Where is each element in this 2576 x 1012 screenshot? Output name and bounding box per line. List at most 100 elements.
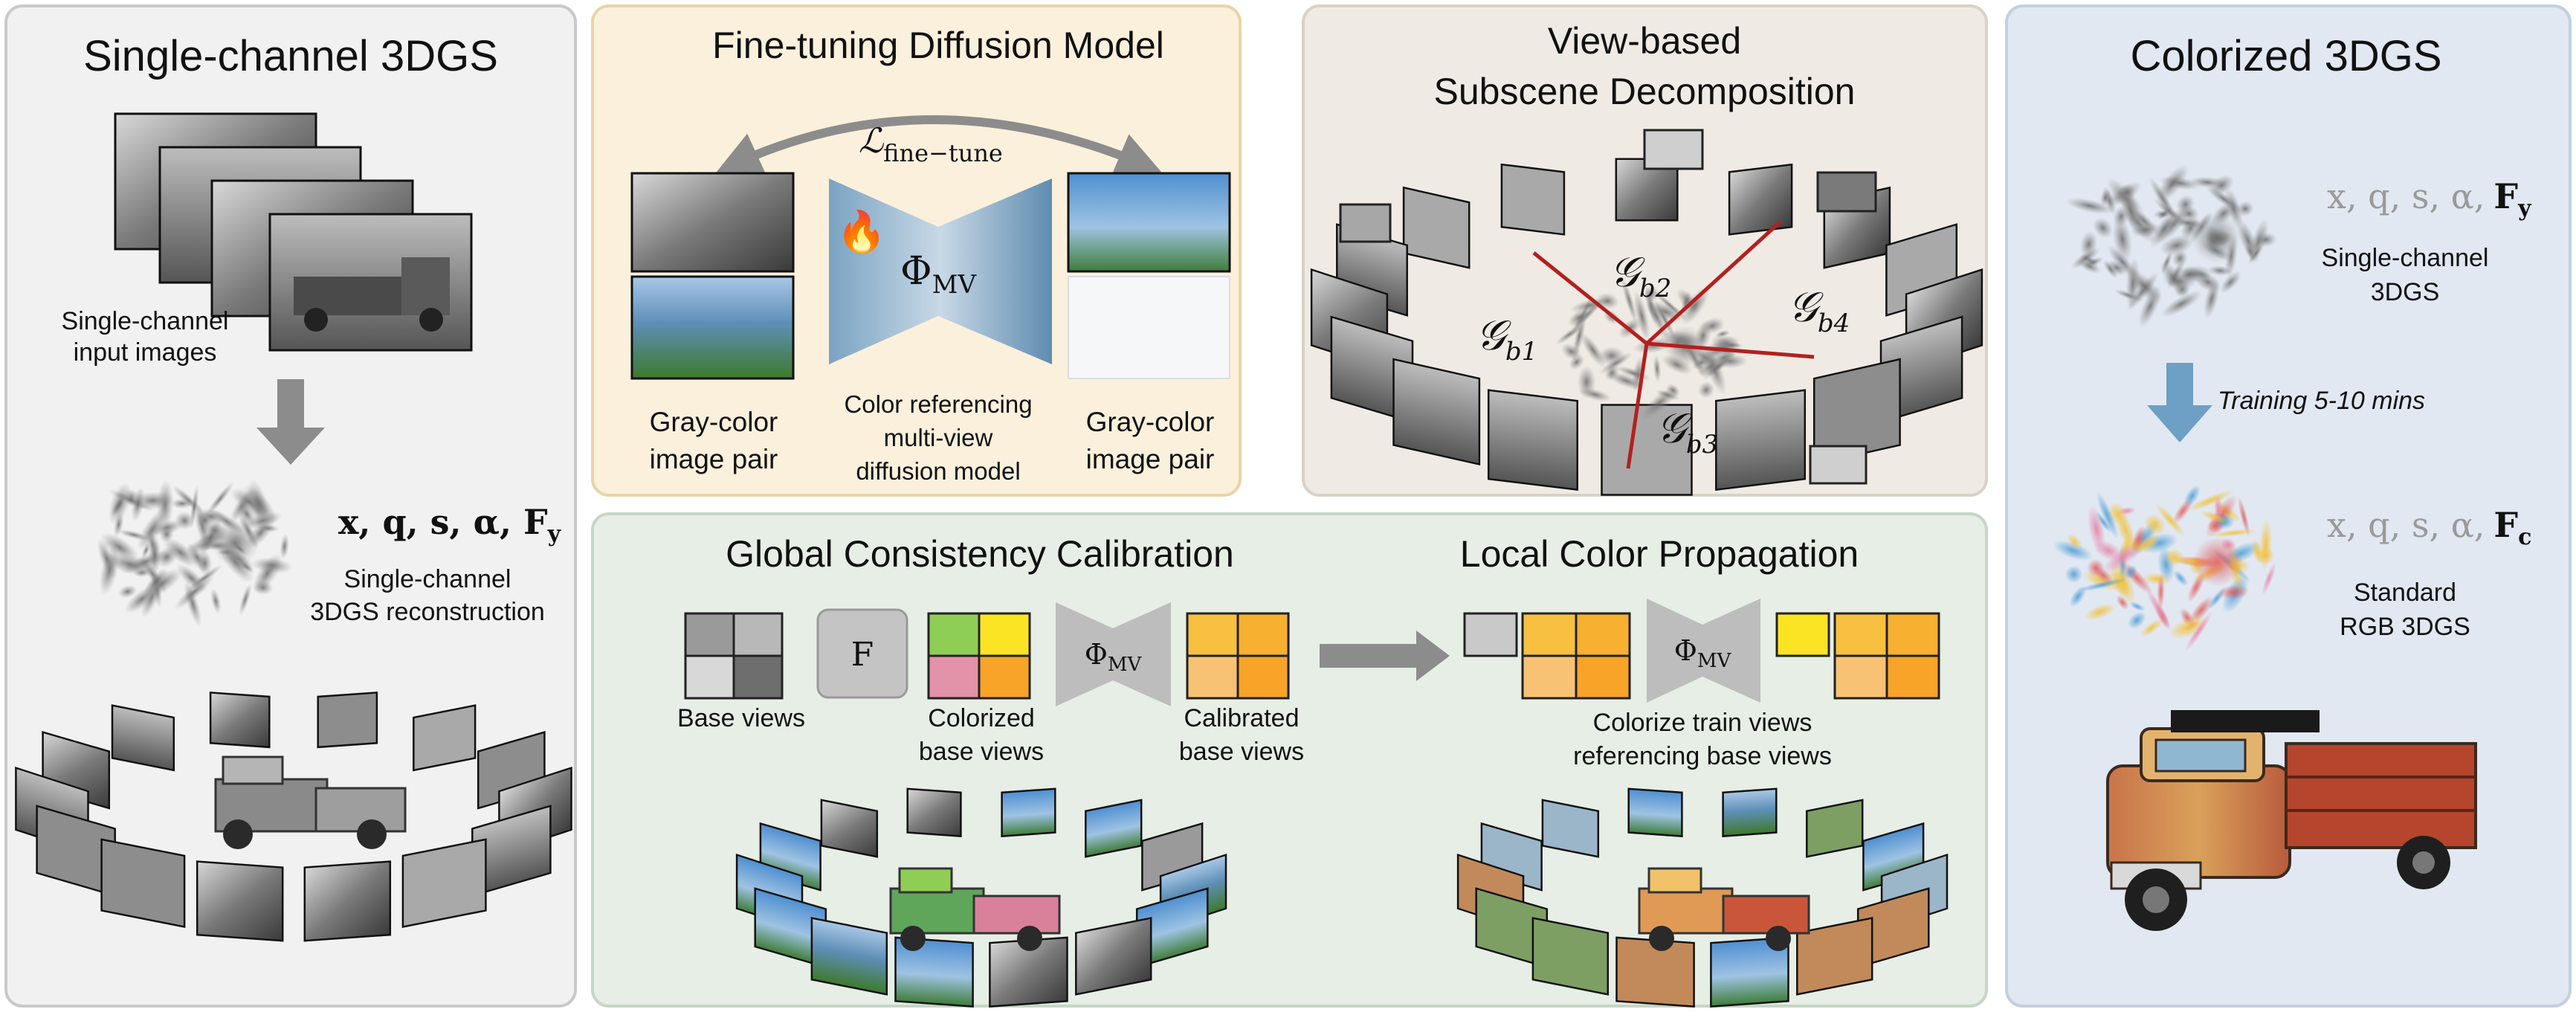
gaussian-splat xyxy=(2124,565,2137,580)
gaussian-splat xyxy=(1655,389,1680,401)
view-thumbnail xyxy=(1075,917,1152,996)
gaussian-splat xyxy=(2083,257,2104,268)
finetune-title: Fine-tuning Diffusion Model xyxy=(712,25,1164,66)
gaussian-splat xyxy=(117,584,138,599)
local-colorized-truck xyxy=(1638,867,1810,951)
gaussian-splat xyxy=(1644,286,1659,303)
base-views-grid xyxy=(684,612,784,700)
finetune-mid-caption-2: multi-view xyxy=(884,424,993,451)
local-model-bowtie xyxy=(1647,599,1760,703)
view-thumbnail xyxy=(1715,389,1807,492)
gaussian-splat xyxy=(2096,512,2111,533)
view-thumbnail xyxy=(100,838,186,929)
colorized-rgb-cloud xyxy=(2053,485,2276,652)
view-thumbnail xyxy=(1500,163,1566,236)
training-down-arrow xyxy=(2147,363,2212,442)
gaussian-splat xyxy=(1720,342,1743,349)
input-image-stack xyxy=(114,112,473,352)
gaussian-splat xyxy=(187,543,208,573)
gaussian-splat xyxy=(2084,603,2116,621)
gaussian-splat xyxy=(124,584,160,613)
view-thumbnail xyxy=(1085,799,1143,858)
gaussian-splat xyxy=(2053,540,2094,561)
view-thumbnail xyxy=(1541,799,1600,858)
gaussian-splat xyxy=(2160,234,2194,257)
stage-arrow xyxy=(1320,631,1450,681)
global-title: Global Consistency Calibration xyxy=(726,533,1234,575)
view-thumbnail xyxy=(303,860,392,942)
colorized-top-caption-2: 3DGS xyxy=(2371,278,2440,306)
view-thumbnail xyxy=(810,917,888,996)
gaussian-splat xyxy=(1555,323,1584,345)
subscene-square-top xyxy=(1643,129,1704,170)
gaussian-splat xyxy=(2173,570,2189,587)
gaussian-splat xyxy=(1714,329,1731,338)
subscene-square-bottom xyxy=(1809,445,1868,485)
gaussian-splat xyxy=(2172,249,2188,268)
color-image-pair-right xyxy=(1067,172,1231,379)
gaussian-splat xyxy=(2093,217,2114,239)
gaussian-splat xyxy=(2219,271,2241,294)
gaussian-splat xyxy=(2157,573,2165,610)
view-thumbnail xyxy=(1001,787,1056,837)
gaussian-splat xyxy=(1604,364,1620,381)
colorized-bottom-caption-2: RGB 3DGS xyxy=(2340,613,2470,641)
input-caption-line2: input images xyxy=(74,338,217,367)
gaussian-splat xyxy=(174,573,216,610)
gaussian-splat xyxy=(2131,208,2157,233)
gaussian-splat xyxy=(2255,232,2277,248)
gaussian-splat xyxy=(2065,565,2083,584)
colorized-caption-1: Colorized xyxy=(928,704,1035,732)
finetune-left-caption-2: image pair xyxy=(650,444,778,474)
view-thumbnail xyxy=(1627,787,1683,837)
single-title: Single-channel 3DGS xyxy=(83,32,498,80)
gaussian-splat xyxy=(2131,525,2146,552)
gaussian-splat xyxy=(2244,242,2256,261)
gaussian-splat xyxy=(2065,197,2114,215)
view-thumbnail xyxy=(1531,917,1610,996)
view-thumbnail xyxy=(1402,186,1471,269)
gaussian-splat xyxy=(131,486,145,522)
gaussian-splat xyxy=(2117,506,2136,515)
view-thumbnail xyxy=(1601,404,1693,496)
single-down-arrow xyxy=(256,379,325,465)
local-caption-2: referencing base views xyxy=(1573,742,1832,770)
finetune-right-caption-2: image pair xyxy=(1086,444,1215,474)
gaussian-splat xyxy=(2176,195,2195,214)
gaussian-splat xyxy=(2102,260,2119,279)
gaussian-splat xyxy=(170,498,194,509)
gaussian-splat xyxy=(2200,510,2230,524)
gaussian-splat xyxy=(2128,611,2146,629)
gaussian-splat xyxy=(2067,534,2083,550)
local-model-label: ΦMV xyxy=(1674,634,1732,672)
global-colorized-truck xyxy=(889,867,1061,951)
gaussian-splat xyxy=(2143,514,2166,535)
gaussian-splat xyxy=(2160,261,2189,297)
subscene-title-1: View-based xyxy=(1548,20,1741,62)
view-thumbnail xyxy=(1796,917,1873,996)
recon-caption-line2: 3DGS reconstruction xyxy=(310,598,545,626)
local-output-grid xyxy=(1775,612,1940,700)
gaussian-splat xyxy=(2194,271,2221,293)
gaussian-splat xyxy=(252,552,283,594)
view-thumbnail xyxy=(1722,787,1778,837)
calibrated-caption-1: Calibrated xyxy=(1184,704,1300,732)
local-input-grid xyxy=(1463,612,1631,700)
local-caption-1: Colorize train views xyxy=(1593,709,1812,737)
view-thumbnail xyxy=(413,704,477,772)
gaussian-splat xyxy=(117,529,151,541)
colorized-bottom-caption-1: Standard xyxy=(2354,578,2456,607)
gaussian-splat xyxy=(2238,496,2250,538)
gaussian-splat xyxy=(176,564,207,593)
subscene-partition-lines xyxy=(1532,220,1815,469)
gaussian-splat xyxy=(2208,529,2259,538)
gaussian-splat xyxy=(1579,332,1607,368)
gaussian-splat xyxy=(2191,213,2241,263)
gaussian-splat xyxy=(2076,578,2128,592)
loss-label: ℒfine−tune xyxy=(859,120,1003,167)
view-thumbnail xyxy=(820,799,879,858)
gaussian-splat xyxy=(2154,503,2186,538)
view-thumbnail xyxy=(401,838,487,929)
gaussian-splat xyxy=(1653,300,1676,340)
gaussian-splat xyxy=(1653,354,1662,383)
